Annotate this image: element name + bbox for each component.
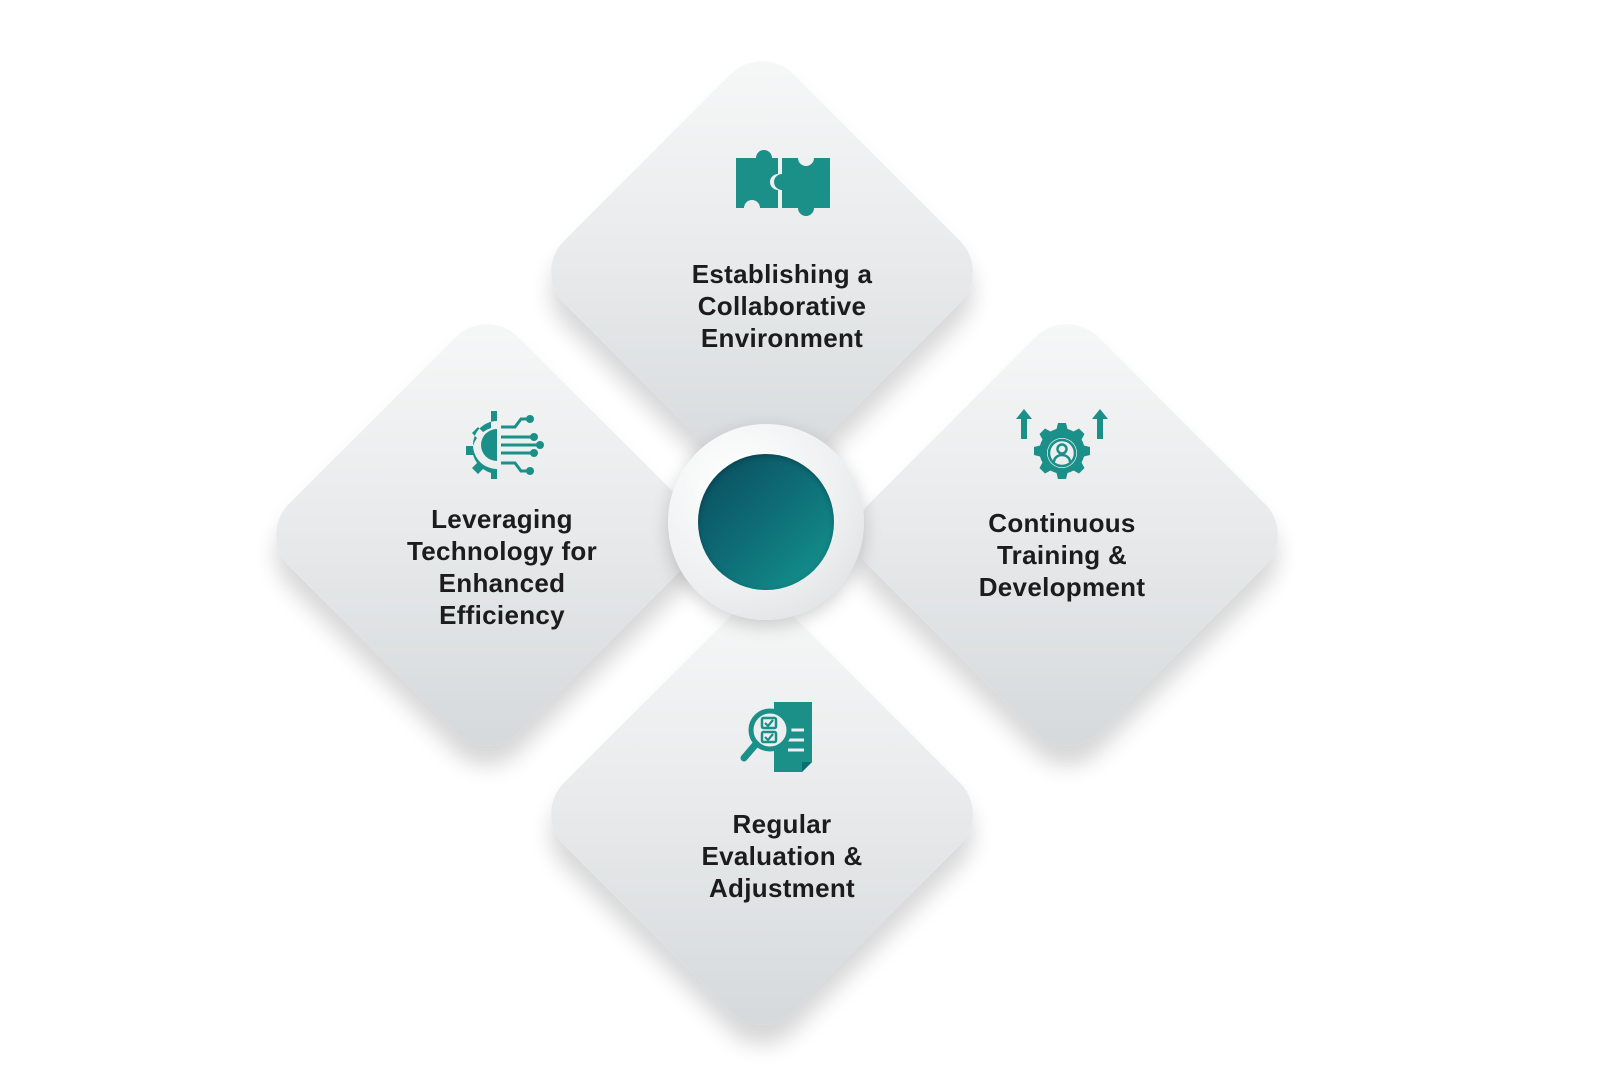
segment-label: Regular Evaluation & Adjustment bbox=[701, 809, 863, 903]
puzzle-pieces-icon bbox=[730, 140, 834, 220]
segment-label: Leveraging Technology for Enhanced Effic… bbox=[406, 504, 598, 630]
segment-continuous-training: Continuous Training & Development bbox=[932, 405, 1192, 603]
document-magnifier-checklist-icon bbox=[730, 700, 834, 780]
segment-leveraging-technology: Leveraging Technology for Enhanced Effic… bbox=[372, 405, 632, 631]
gear-circuit-icon bbox=[450, 405, 554, 485]
segment-regular-evaluation: Regular Evaluation & Adjustment bbox=[652, 700, 912, 904]
segment-label: Establishing a Collaborative Environment bbox=[691, 259, 873, 353]
gear-person-growth-icon bbox=[1010, 405, 1114, 485]
segment-label: Continuous Training & Development bbox=[978, 508, 1146, 602]
segment-collaborative-environment: Establishing a Collaborative Environment bbox=[652, 140, 912, 354]
center-hub-circle bbox=[698, 454, 834, 590]
